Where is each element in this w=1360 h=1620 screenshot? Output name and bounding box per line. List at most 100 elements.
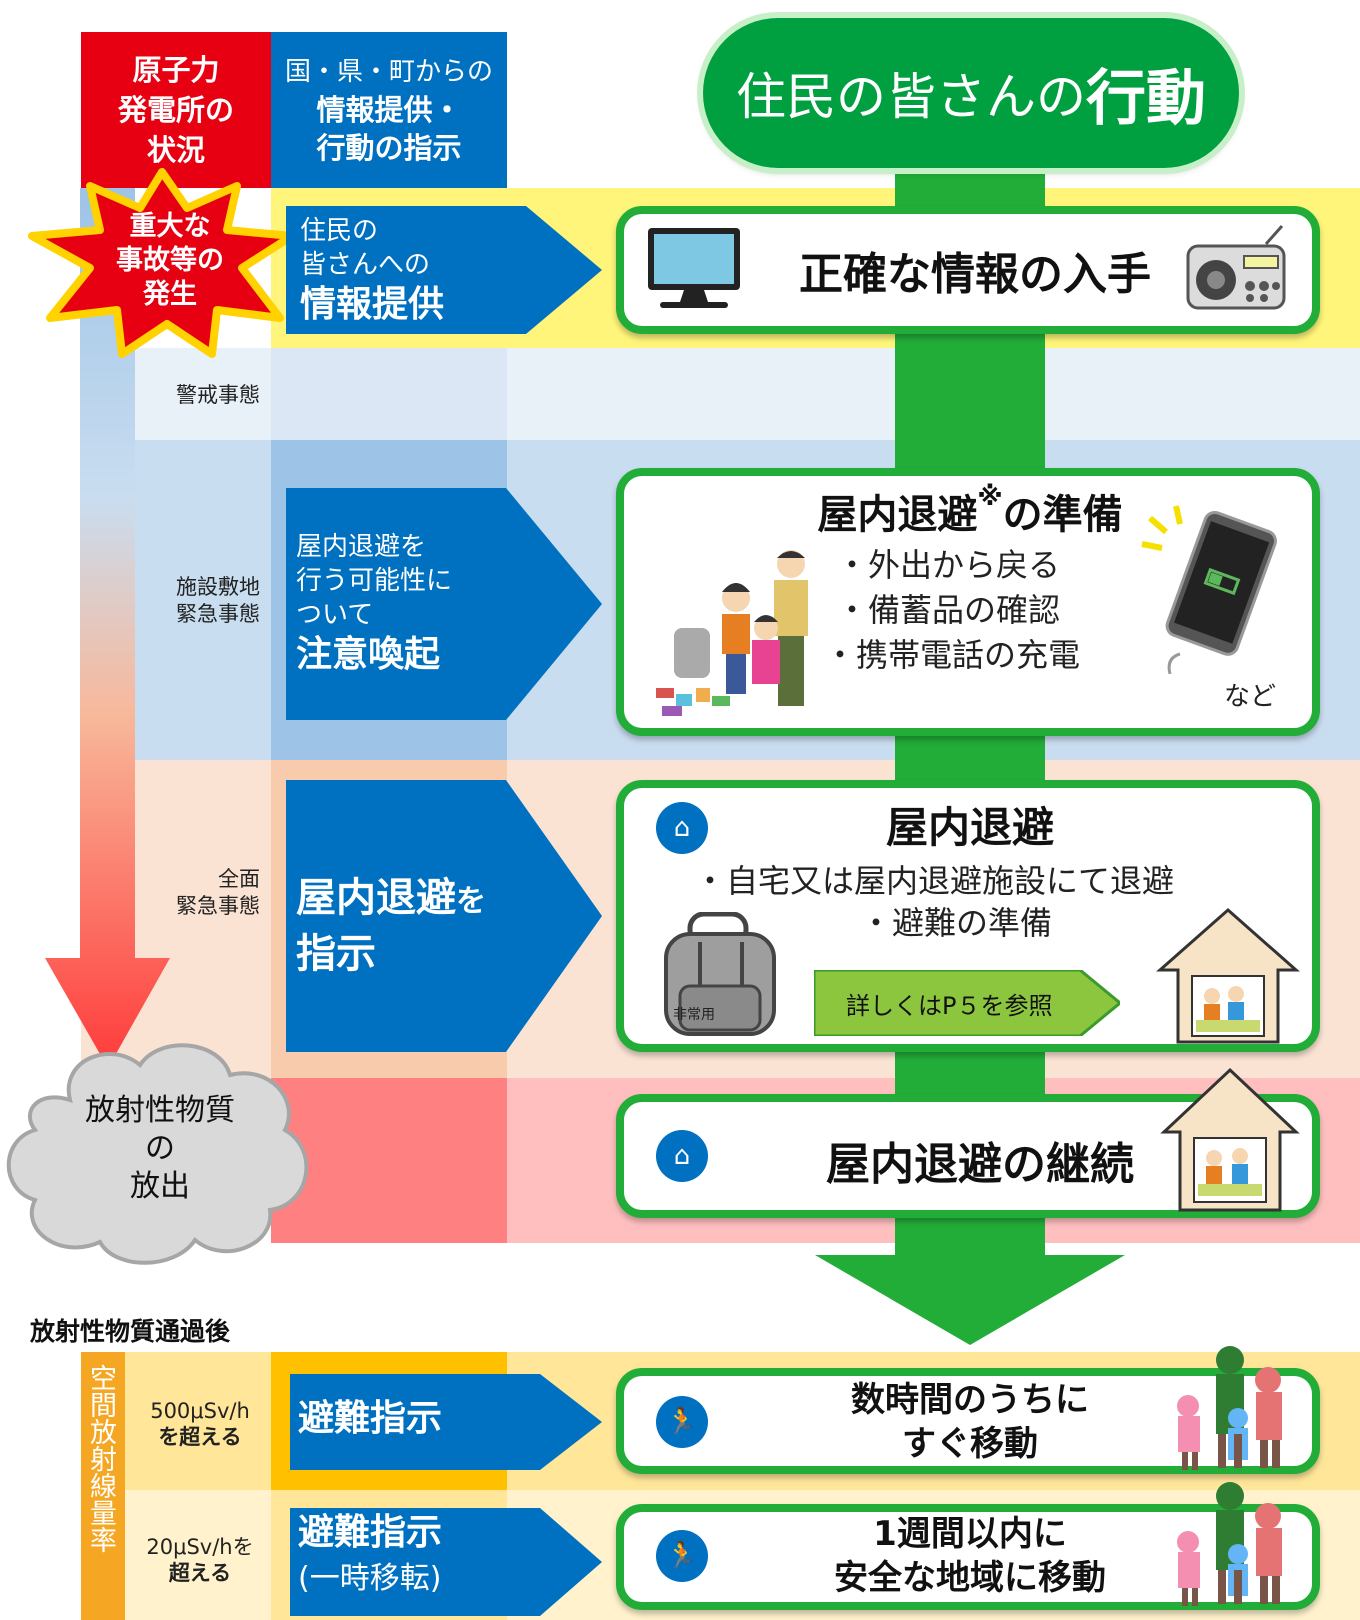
shelter-bullet-2: ・避難の準備 [860,904,1053,942]
government-header: 国・県・町からの 情報提供・ 行動の指示 [271,32,507,188]
release-line-1: 放射性物質 [85,1093,235,1128]
continue-house-icon: ⌂ [656,1130,708,1182]
shelter-bullet-1: ・自宅又は屋内退避施設にて退避 [694,862,1175,900]
evacuating-family-illustration-2 [1177,1482,1282,1606]
shelter-house-icon: ⌂ [656,802,708,854]
caution-line-3: ついて [296,600,374,630]
level-alert: 警戒事態 [176,383,260,407]
caution-line-1: 屋内退避を [296,532,427,562]
info-instruction-arrow [286,206,602,334]
continue-action-title: 屋内退避の継続 [826,1139,1134,1190]
threshold-500-line-1: 500μSv/h [150,1399,250,1423]
house-family-icon [1156,907,1300,1044]
rate-label-bar [81,1352,125,1620]
info-instruction-line-1: 住民の [300,216,379,246]
family-supplies-illustration [656,550,808,716]
threshold-20-line-2: 超える [168,1561,232,1585]
nuclear-status-line-1: 原子力 [132,53,220,87]
backpack-label: 非常用 [673,1007,715,1023]
nuclear-status-line-2: 発電所の [117,93,234,127]
shelter-instruction-arrow [286,780,602,1052]
threshold-20: 20μSv/hを 超える [130,1534,270,1586]
reference-button[interactable]: 詳しくはP５を参照 [846,992,1053,1020]
evac-urgent-action: 数時間のうちに すぐ移動 [790,1378,1150,1466]
shelter-instruction-suffix: を [456,884,486,919]
evac-week-run-icon: 🏃 [656,1530,708,1582]
release-line-3: 放出 [130,1169,190,1204]
evac-week-action: 1週間以内に 安全な地域に移動 [790,1512,1150,1600]
evac-week-action-line-2: 安全な地域に移動 [834,1558,1106,1598]
nuclear-status-line-3: 状況 [146,133,205,167]
government-header-line-2: 情報提供・ [316,93,462,127]
level-general-emergency-line-2: 緊急事態 [176,894,260,918]
title-prefix: 住民の皆さんの [736,68,1086,126]
info-action-title: 正確な情報の入手 [799,249,1151,300]
phone-charging-icon [1141,505,1277,674]
evac-urgent-instruction: 避難指示 [298,1398,443,1439]
release-line-2: の [145,1131,175,1166]
accident-burst-icon [28,168,296,358]
evacuating-family-illustration [1177,1346,1282,1470]
evac-urgent-arrow [290,1374,602,1470]
evac-week-instruction-main: 避難指示 [298,1512,443,1553]
level-site-emergency-line-2: 緊急事態 [176,602,260,626]
shelter-instruction-text: 屋内退避を 指示 [296,872,486,980]
rate-label: 空間放射線量率 [85,1364,116,1553]
band-alert-mid [271,348,507,440]
release-cloud-icon [6,1043,309,1265]
level-general-emergency: 全面 緊急事態 [120,866,260,920]
accident-line-1: 重大な [129,211,211,242]
prep-title-suffix: の準備 [1002,492,1123,538]
prep-bullet-2: ・備蓄品の確認 [836,591,1061,629]
tv-icon [648,228,740,308]
after-pass-label: 放射性物質通過後 [30,1317,231,1346]
evac-week-action-line-1: 1週間以内に [873,1514,1067,1554]
shelter-instruction-line-2: 指示 [296,931,376,977]
caution-instruction-text: 屋内退避を 行う可能性に ついて 注意喚起 [296,530,452,678]
accident-burst-text: 重大な 事故等の 発生 [100,210,240,312]
prep-action-title: 屋内退避※の準備 [760,482,1180,540]
evac-urgent-action-line-1: 数時間のうちに [851,1380,1089,1420]
caution-line-2: 行う可能性に [296,566,453,596]
government-header-line-3: 行動の指示 [316,131,462,165]
threshold-500-line-2: を超える [158,1425,242,1449]
accident-line-2: 事故等の [116,245,224,276]
emergency-backpack-icon [664,912,776,1036]
band-release-mid [271,1078,507,1243]
prep-title-mark: ※ [977,482,1003,512]
level-site-emergency-line-1: 施設敷地 [176,575,260,599]
level-site-emergency: 施設敷地 緊急事態 [120,574,260,628]
evac-week-instruction: 避難指示 (一時移転) [298,1510,442,1602]
prep-bullet-3: ・携帯電話の充電 [824,636,1081,674]
prep-title-main: 屋内退避 [817,492,978,538]
evac-week-arrow [290,1508,602,1616]
info-instruction-big: 情報提供 [300,284,445,325]
release-cloud-text: 放射性物質 の 放出 [70,1092,250,1206]
escalation-arrow [45,188,170,1068]
page-title: 住民の皆さんの行動 [703,18,1239,168]
threshold-20-line-1: 20μSv/hを [146,1535,254,1559]
level-general-emergency-line-1: 全面 [218,867,260,891]
threshold-500: 500μSv/h を超える [130,1398,270,1450]
evac-urgent-card [616,1368,1320,1474]
prep-etc: など [1224,682,1277,712]
title-main: 行動 [1086,63,1206,134]
government-header-line-1: 国・県・町からの [284,57,493,87]
nuclear-status-header: 原子力 発電所の 状況 [81,32,271,188]
evac-urgent-action-line-2: すぐ移動 [902,1424,1038,1464]
caution-instruction-arrow [286,488,602,720]
accident-line-3: 発生 [143,279,197,310]
evac-urgent-run-icon: 🏃 [656,1396,708,1448]
continue-house-family-icon [1160,1067,1300,1212]
shelter-action-title: 屋内退避 [885,803,1054,852]
shelter-instruction-main: 屋内退避 [296,875,456,921]
info-instruction-text: 住民の 皆さんへの 情報提供 [300,214,444,328]
reference-button-shape [814,970,1120,1036]
info-instruction-line-2: 皆さんへの [300,250,431,280]
evac-week-card [616,1504,1320,1610]
prep-bullet-1: ・外出から戻る [836,546,1061,584]
caution-big: 注意喚起 [296,634,441,675]
green-flow-arrowhead [815,1255,1125,1345]
evac-week-instruction-sub: (一時移転) [298,1561,442,1596]
radio-icon [1186,225,1286,310]
